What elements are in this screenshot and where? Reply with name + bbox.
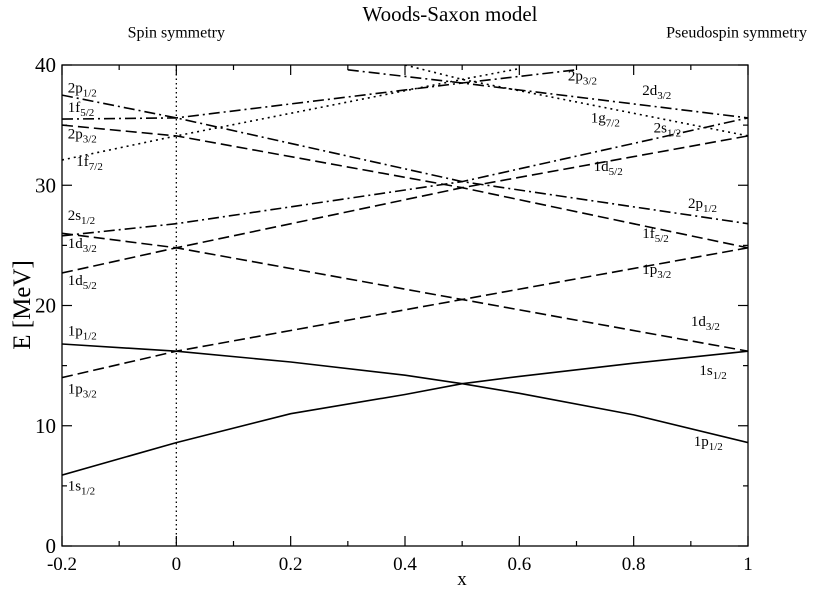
- state-label-base: 2s: [654, 120, 668, 136]
- state-label-sub: 3/2: [583, 76, 597, 88]
- state-label-base: 1p: [642, 262, 657, 278]
- series-line-7: [62, 117, 748, 237]
- state-label-base: 1f: [76, 154, 89, 170]
- state-label-base: 1d: [68, 273, 84, 289]
- state-label-sub: 5/2: [609, 166, 623, 178]
- state-label: 1p3/2: [68, 381, 97, 400]
- x-tick-label: -0.2: [47, 554, 77, 575]
- state-label: 1d3/2: [691, 314, 720, 333]
- state-label-base: 1p: [68, 381, 83, 397]
- state-label: 1g7/2: [591, 111, 620, 130]
- x-tick-label: 0.8: [622, 554, 646, 575]
- state-label: 1d5/2: [68, 273, 97, 292]
- state-label-sub: 7/2: [606, 118, 620, 130]
- state-label: 2p1/2: [68, 81, 97, 100]
- state-label: 1p1/2: [694, 434, 723, 453]
- state-label-base: 1f: [642, 226, 655, 242]
- state-label-sub: 3/2: [83, 388, 97, 400]
- y-tick-label: 10: [35, 414, 56, 438]
- state-label-sub: 1/2: [81, 215, 95, 227]
- y-tick-label: 40: [35, 53, 56, 77]
- x-tick-label: 0.6: [507, 554, 531, 575]
- state-label-base: 2d: [642, 83, 658, 99]
- series-line-6: [62, 124, 748, 249]
- state-label-sub: 1/2: [703, 203, 717, 215]
- state-label-base: 1p: [68, 324, 83, 340]
- state-label-sub: 3/2: [706, 321, 720, 333]
- state-label: 2p3/2: [68, 126, 97, 145]
- state-label-sub: 3/2: [657, 90, 671, 102]
- state-label: 2d3/2: [642, 83, 671, 102]
- state-label: 2s1/2: [68, 208, 95, 227]
- state-label-base: 1d: [594, 159, 610, 175]
- state-label-base: 2s: [68, 208, 82, 224]
- x-tick-label: 0: [172, 554, 182, 575]
- x-tick-label: 1: [743, 554, 753, 575]
- state-label-sub: 1/2: [83, 331, 97, 343]
- series-line-1: [62, 350, 748, 476]
- state-label: 1p3/2: [642, 262, 671, 281]
- series-line-2: [62, 343, 748, 444]
- annotations: Spin symmetry Pseudospin symmetry: [128, 24, 807, 41]
- state-label: 1f5/2: [68, 100, 95, 119]
- state-label-base: 1s: [68, 479, 82, 495]
- state-label-sub: 5/2: [83, 280, 97, 292]
- y-tick-label: 20: [35, 294, 56, 318]
- state-label-base: 2p: [68, 81, 83, 97]
- state-label-base: 1g: [591, 111, 607, 127]
- state-label-sub: 1/2: [81, 486, 95, 498]
- state-label-base: 1d: [691, 314, 707, 330]
- state-label: 1f5/2: [642, 226, 669, 245]
- series-line-3: [62, 247, 748, 379]
- annotation-2: Pseudospin symmetry: [666, 24, 807, 41]
- state-label-base: 1f: [68, 100, 81, 116]
- state-label-sub: 1/2: [83, 88, 97, 100]
- state-label-base: 1d: [68, 236, 84, 252]
- state-label-sub: 1/2: [667, 127, 681, 139]
- state-label: 2s1/2: [654, 120, 681, 139]
- state-labels: 2p1/21f5/22p3/21f7/22s1/21d3/21d5/21p1/2…: [68, 69, 727, 498]
- x-tick-label: 0.4: [393, 554, 417, 575]
- series-line-9: [62, 69, 577, 120]
- y-axis-label: E [MeV]: [9, 260, 36, 350]
- state-label-base: 1s: [699, 363, 713, 379]
- y-tick-label: 30: [35, 173, 56, 197]
- state-label: 1d5/2: [594, 159, 623, 178]
- state-label-sub: 3/2: [657, 269, 671, 281]
- state-label: 1s1/2: [68, 479, 95, 498]
- state-label: 2p3/2: [568, 69, 597, 88]
- state-label-base: 2p: [688, 196, 703, 212]
- series-line-10: [347, 69, 748, 119]
- state-label-sub: 1/2: [713, 370, 727, 382]
- state-label-sub: 3/2: [83, 243, 97, 255]
- series-line-11: [62, 67, 520, 161]
- state-label-sub: 5/2: [655, 233, 669, 245]
- state-label-sub: 5/2: [80, 107, 94, 119]
- plot-frame: [61, 64, 749, 547]
- state-label: 1f7/2: [76, 154, 103, 173]
- series-line-8: [62, 94, 748, 225]
- series-line-12: [404, 65, 748, 137]
- x-axis-label: x: [457, 569, 467, 589]
- state-label-base: 2p: [68, 126, 83, 142]
- state-label-base: 2p: [568, 69, 583, 85]
- state-label-sub: 7/2: [89, 161, 103, 173]
- annotation-1: Spin symmetry: [128, 24, 225, 41]
- state-label: 1d3/2: [68, 236, 97, 255]
- series-line-5: [62, 135, 748, 274]
- state-label: 1s1/2: [699, 363, 726, 382]
- y-tick-label: 0: [46, 534, 57, 558]
- chart-title: Woods-Saxon model: [362, 2, 537, 26]
- state-label-sub: 1/2: [709, 441, 723, 453]
- state-label: 2p1/2: [688, 196, 717, 215]
- plot-lines: [62, 65, 748, 476]
- x-tick-label: 0.2: [279, 554, 303, 575]
- state-label-sub: 3/2: [83, 133, 97, 145]
- state-label: 1p1/2: [68, 324, 97, 343]
- state-label-base: 1p: [694, 434, 709, 450]
